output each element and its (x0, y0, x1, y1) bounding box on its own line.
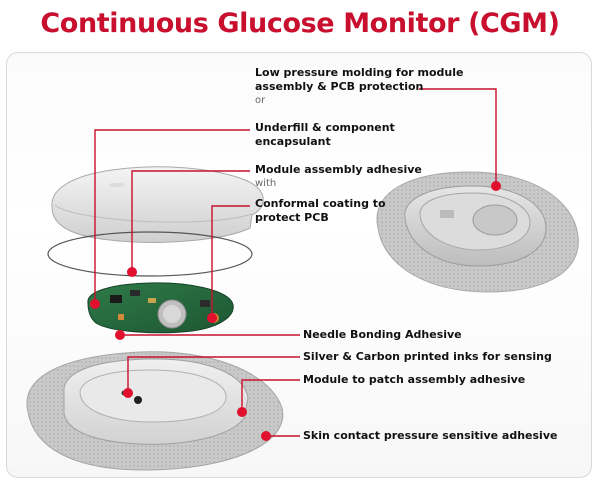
callout-dot (115, 330, 125, 340)
callout-lines (94, 88, 497, 437)
pcb-board (87, 282, 234, 334)
callout-line-molding (419, 88, 497, 186)
callout-line-underfill (94, 129, 250, 304)
callout-module-connector: with (255, 178, 277, 189)
callout-module-adhesive: Module assembly adhesive (255, 163, 422, 176)
callout-line-conformal (211, 205, 250, 318)
callout-underfill-line2: encapsulant (255, 135, 331, 148)
callout-dot (237, 407, 247, 417)
callout-underfill-line1: Underfill & component (255, 121, 395, 134)
callout-line-patch-adhesive (241, 379, 300, 412)
callout-dot (261, 431, 271, 441)
callout-inks: Silver & Carbon printed inks for sensing (303, 350, 552, 363)
callout-conformal-line1: Conformal coating to (255, 197, 386, 210)
callout-dot (491, 181, 501, 191)
callout-needle: Needle Bonding Adhesive (303, 328, 462, 341)
top-cap (51, 166, 264, 243)
callout-molding-line1: Low pressure molding for module (255, 66, 464, 79)
callout-dot (207, 313, 217, 323)
diagram-title: Continuous Glucose Monitor (CGM) (40, 8, 560, 39)
base-patch (26, 351, 284, 471)
callout-skin-adhesive: Skin contact pressure sensitive adhesive (303, 429, 558, 442)
adhesive-ring (47, 231, 253, 277)
callout-dot (123, 388, 133, 398)
callout-dot (90, 299, 100, 309)
callout-dots (90, 181, 501, 441)
callout-dot (127, 267, 137, 277)
callout-patch-adhesive: Module to patch assembly adhesive (303, 373, 526, 386)
callout-conformal-line2: protect PCB (255, 211, 329, 224)
callout-molding-connector: or (255, 95, 266, 106)
assembled-device (376, 171, 579, 293)
callout-line-inks (127, 356, 300, 393)
callout-molding-line2: assembly & PCB protection (255, 80, 424, 93)
callout-line-module-adhesive (131, 170, 250, 272)
